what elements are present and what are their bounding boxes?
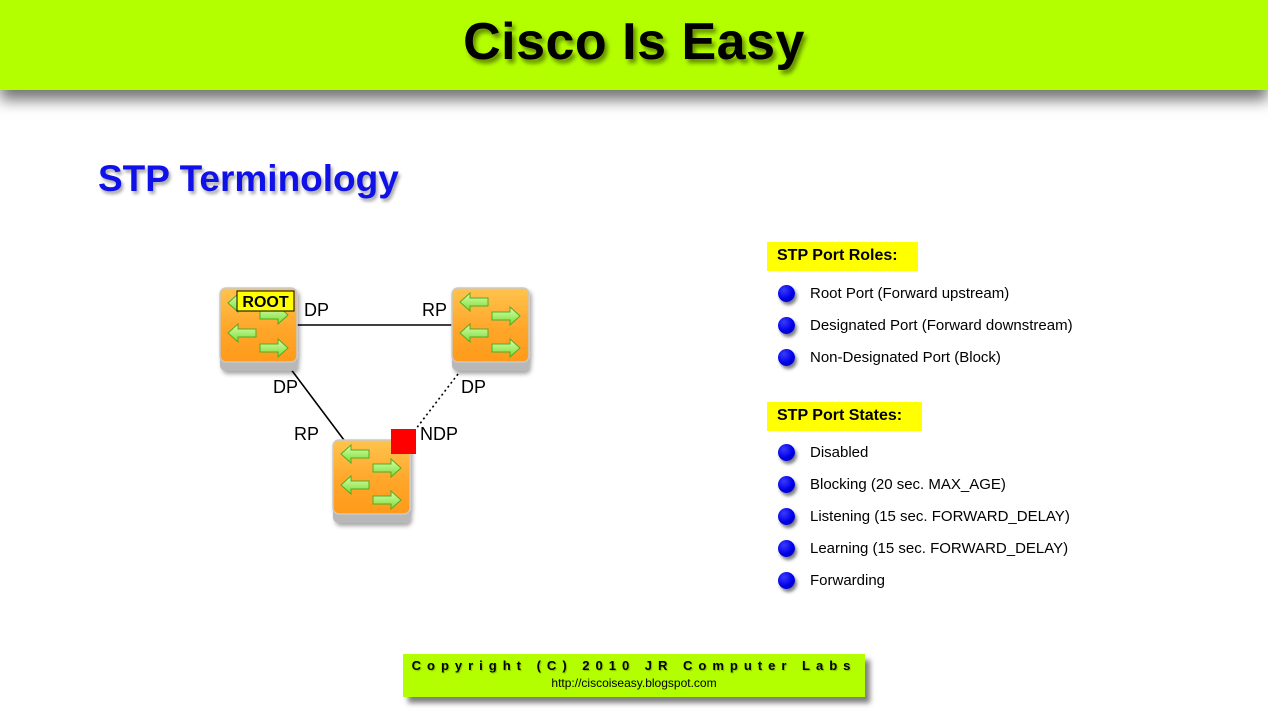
- bullet-icon: [778, 348, 795, 366]
- header-banner: Cisco Is Easy: [0, 0, 1268, 90]
- port-label-root-right: DP: [304, 300, 329, 320]
- port-label-bottom-left: RP: [294, 424, 319, 444]
- footer-url: http://ciscoiseasy.blogspot.com: [551, 676, 717, 690]
- root-badge: ROOT: [236, 290, 295, 312]
- list-item: Listening (15 sec. FORWARD_DELAY): [767, 500, 1070, 532]
- list-item: Learning (15 sec. FORWARD_DELAY): [767, 532, 1070, 564]
- switch-right: [451, 287, 530, 371]
- list-item: Blocking (20 sec. MAX_AGE): [767, 468, 1070, 500]
- bullet-icon: [778, 443, 795, 461]
- bullet-icon: [778, 316, 795, 334]
- list-item: Designated Port (Forward downstream): [767, 309, 1073, 341]
- port-label-root-bottom: DP: [273, 377, 298, 397]
- port-label-right-left: RP: [422, 300, 447, 320]
- list-item-label: Designated Port (Forward downstream): [810, 316, 1073, 334]
- list-item-label: Disabled: [810, 443, 869, 461]
- list-item-label: Non-Designated Port (Block): [810, 348, 1001, 366]
- port-roles-list: Root Port (Forward upstream) Designated …: [767, 277, 1073, 373]
- blocked-port-marker: [391, 429, 416, 454]
- port-label-bottom-right: NDP: [420, 424, 458, 444]
- root-badge-label: ROOT: [242, 294, 288, 311]
- port-states-heading: STP Port States:: [767, 402, 923, 431]
- slide-title: STP Terminology: [98, 158, 399, 199]
- bullet-icon: [778, 475, 795, 493]
- list-item: Forwarding: [767, 564, 1070, 596]
- bullet-icon: [778, 539, 795, 557]
- port-roles-heading: STP Port Roles:: [767, 242, 918, 271]
- list-item-label: Forwarding: [810, 571, 886, 589]
- port-label-right-bottom: DP: [461, 377, 486, 397]
- list-item: Disabled: [767, 436, 1070, 468]
- link-root-to-bottom: [289, 367, 345, 441]
- port-roles-panel: STP Port Roles: Root Port (Forward upstr…: [767, 242, 1073, 373]
- bullet-icon: [778, 507, 795, 525]
- footer-banner: Copyright (C) 2010 JR Computer Labs http…: [403, 654, 865, 697]
- list-item: Root Port (Forward upstream): [767, 277, 1073, 309]
- bullet-icon: [778, 284, 795, 302]
- list-item-label: Blocking (20 sec. MAX_AGE): [810, 475, 1006, 493]
- switch-bottom: [332, 439, 411, 523]
- list-item-label: Listening (15 sec. FORWARD_DELAY): [810, 507, 1070, 525]
- port-states-panel: STP Port States: Disabled Blocking (20 s…: [767, 402, 1070, 596]
- bullet-icon: [778, 571, 795, 589]
- list-item-label: Learning (15 sec. FORWARD_DELAY): [810, 539, 1069, 557]
- banner-title: Cisco Is Easy: [463, 13, 805, 71]
- port-states-list: Disabled Blocking (20 sec. MAX_AGE) List…: [767, 436, 1070, 596]
- list-item: Non-Designated Port (Block): [767, 341, 1073, 373]
- list-item-label: Root Port (Forward upstream): [810, 284, 1010, 302]
- copyright-text: Copyright (C) 2010 JR Computer Labs: [411, 658, 857, 673]
